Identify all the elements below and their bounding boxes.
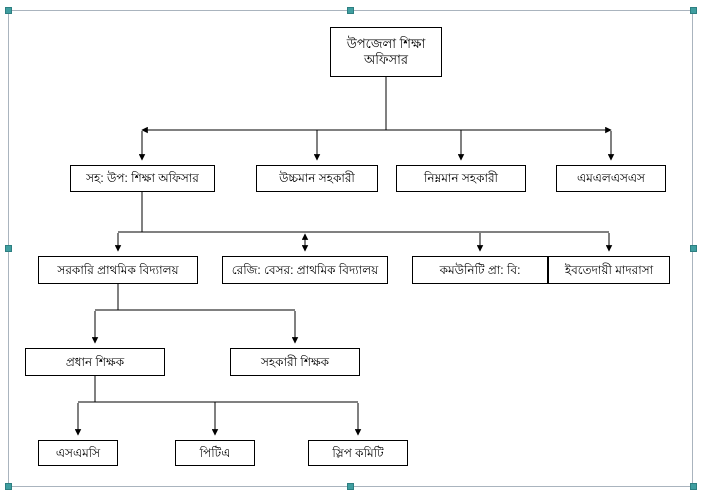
resize-handle-bottom-right[interactable] (690, 483, 697, 490)
node-mlss[interactable]: এমএলএসএস (556, 165, 666, 192)
node-head-teacher[interactable]: প্রধান শিক্ষক (25, 348, 165, 376)
resize-handle-middle-right[interactable] (690, 245, 697, 252)
node-higher-grade-assistant[interactable]: উচ্চমান সহকারী (256, 165, 378, 192)
node-assistant-teacher[interactable]: সহকারী শিক্ষক (230, 348, 360, 376)
node-assistant-upazila-education-officer[interactable]: সহ: উপ: শিক্ষা অফিসার (70, 165, 215, 192)
resize-handle-top-left[interactable] (5, 7, 12, 14)
resize-handle-middle-left[interactable] (5, 245, 12, 252)
node-upazila-education-officer[interactable]: উপজেলা শিক্ষা অফিসার (330, 27, 442, 77)
node-slip-committee[interactable]: স্লিপ কমিটি (308, 440, 408, 466)
node-lower-grade-assistant[interactable]: নিম্নমান সহকারী (396, 165, 526, 192)
node-community-primary-school[interactable]: কমউনিটি প্রা: বি: (412, 256, 548, 284)
node-pta[interactable]: পিটিএ (175, 440, 255, 466)
resize-handle-top-right[interactable] (690, 7, 697, 14)
resize-handle-bottom-left[interactable] (5, 483, 12, 490)
node-registered-nongovt-primary-school[interactable]: রেজি: বেসর: প্রাথমিক বিদ্যালয় (222, 256, 388, 284)
node-ebtedayee-madrasa[interactable]: ইবতেদায়ী মাদরাসা (548, 256, 670, 284)
resize-handle-bottom-center[interactable] (347, 483, 354, 490)
resize-handle-top-center[interactable] (347, 7, 354, 14)
node-smc[interactable]: এসএমসি (38, 440, 118, 466)
node-govt-primary-school[interactable]: সরকারি প্রাথমিক বিদ্যালয় (38, 256, 198, 284)
